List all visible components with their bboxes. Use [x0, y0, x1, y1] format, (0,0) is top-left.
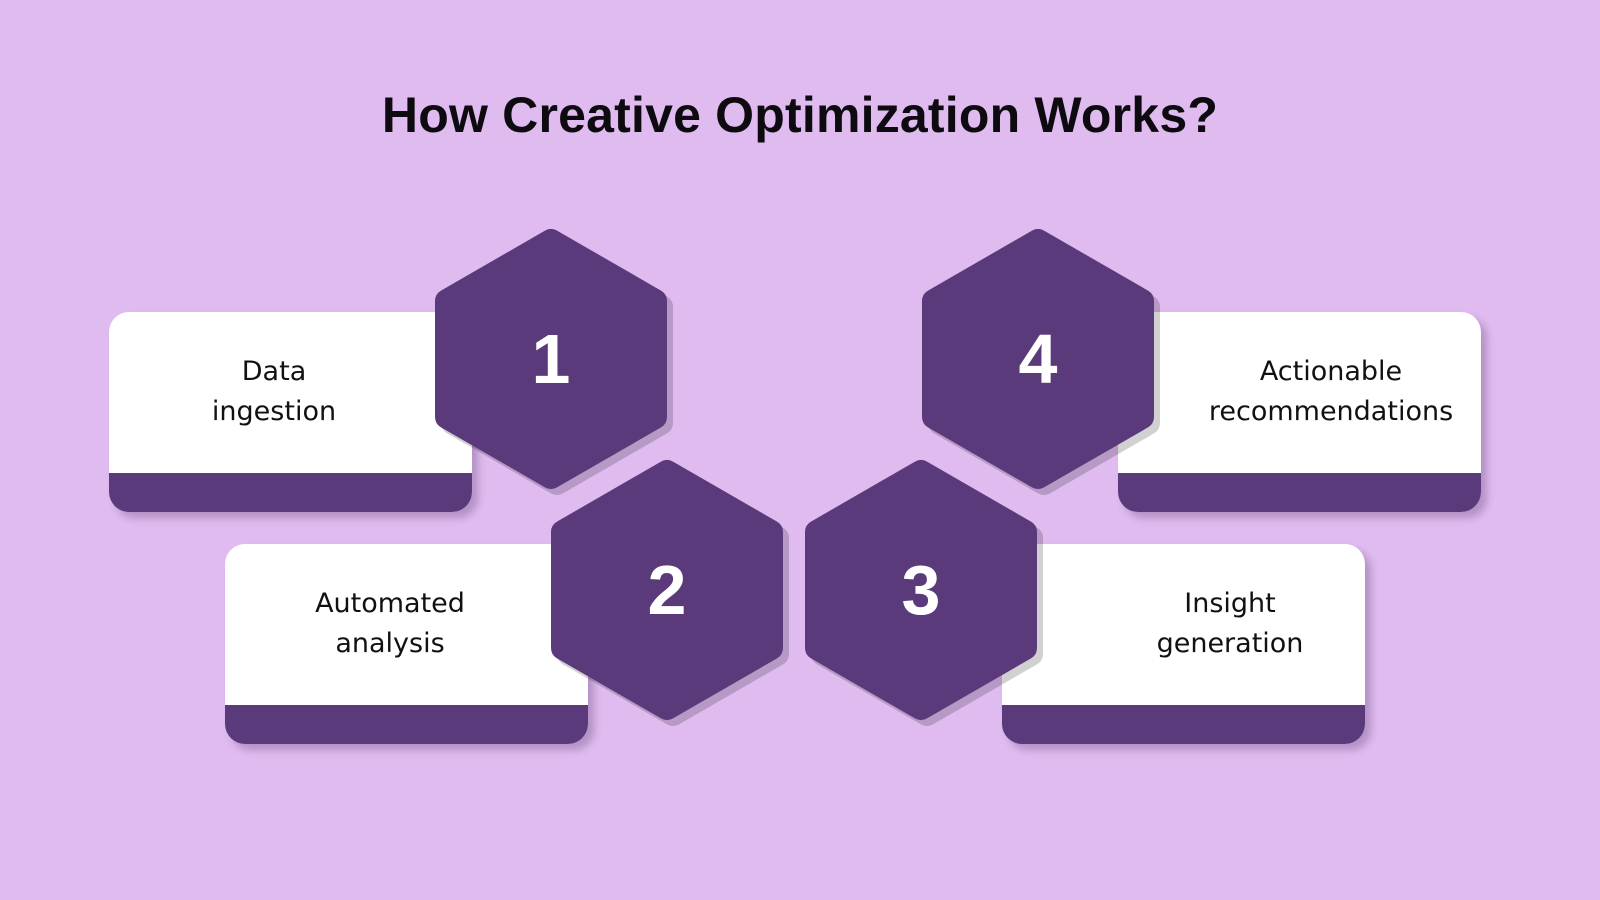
step-2-number: 2: [647, 551, 687, 629]
step-4-hexagon: 4: [922, 229, 1160, 495]
step-2-label-line2: analysis: [335, 628, 445, 659]
step-4-label-line2: recommendations: [1208, 396, 1454, 427]
step-1-number: 1: [531, 320, 571, 398]
diagram-title: How Creative Optimization Works?: [381, 87, 1219, 143]
step-1-card-band: [109, 473, 472, 512]
step-2-label-line1: Automated: [315, 588, 465, 619]
step-1-card: Data ingestion: [109, 312, 472, 512]
step-3-number: 3: [901, 551, 941, 629]
step-1-hexagon: 1: [435, 229, 673, 495]
step-1-label-line2: ingestion: [211, 396, 337, 427]
step-3-hexagon-shape: [805, 460, 1043, 726]
step-3-label-line2: generation: [1156, 628, 1304, 659]
step-2-card: Automated analysis: [225, 544, 588, 744]
step-4-hexagon-shape: [922, 229, 1160, 495]
step-3-label-line1: Insight: [1184, 588, 1276, 619]
step-2-card-band: [225, 705, 588, 744]
step-4-number: 4: [1018, 320, 1058, 398]
step-4-card: Actionable recommendations: [1118, 312, 1481, 512]
step-4-label-line1: Actionable: [1259, 356, 1403, 387]
step-3-card: Insight generation: [1002, 544, 1365, 744]
step-4-label: Actionable recommendations: [1181, 352, 1481, 432]
step-1-label: Data ingestion: [139, 352, 409, 432]
step-1-label-line1: Data: [241, 356, 307, 387]
step-2-label: Automated analysis: [255, 584, 525, 664]
step-3-card-band: [1002, 705, 1365, 744]
step-1-hexagon-shape: [435, 229, 673, 495]
step-3-label: Insight generation: [1095, 584, 1365, 664]
step-2-hexagon: 2: [551, 460, 789, 726]
step-3-hexagon: 3: [805, 460, 1043, 726]
step-2-hexagon-shape: [551, 460, 789, 726]
step-4-card-band: [1118, 473, 1481, 512]
